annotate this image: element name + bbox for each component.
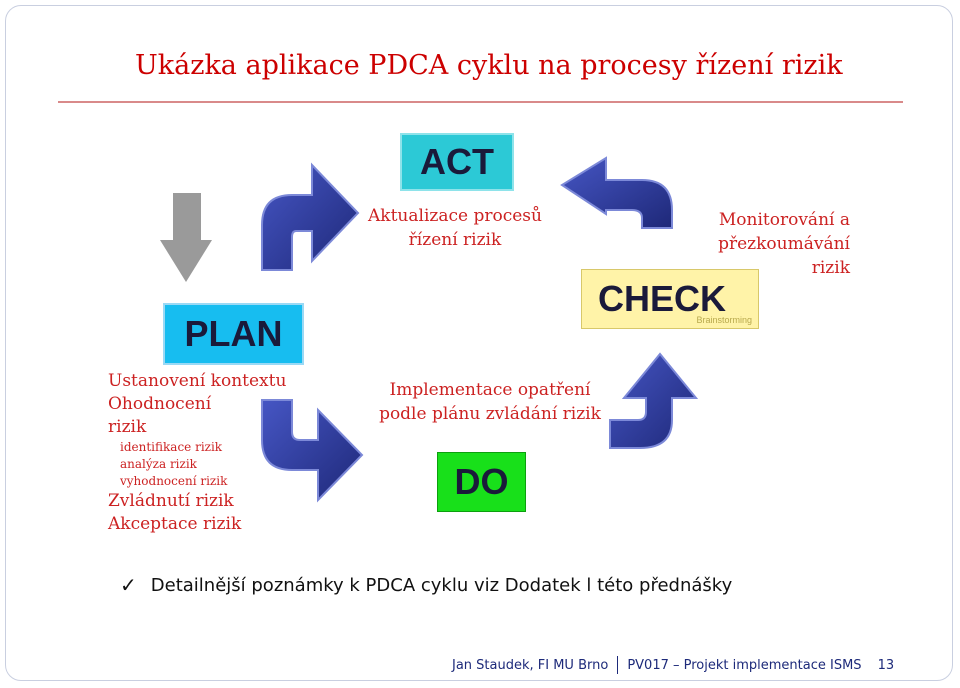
plan-sub-item: vyhodnocení rizik xyxy=(120,474,228,488)
checkmark-icon: ✓ xyxy=(120,573,137,597)
act-desc-line: řízení rizik xyxy=(408,230,502,250)
act-box: ACT xyxy=(400,133,514,191)
plan-sub-item: identifikace rizik xyxy=(120,440,223,454)
curved-arrow-icon xyxy=(261,399,364,503)
do-label: DO xyxy=(454,461,509,502)
page-title: Ukázka aplikace PDCA cyklu na procesy ří… xyxy=(135,50,843,81)
title-divider xyxy=(58,101,903,103)
do-description: Implementace opatření podle plánu zvládá… xyxy=(340,378,640,426)
plan-description: Ustanovení kontextu Ohodnocení rizik ide… xyxy=(108,370,286,536)
plan-desc-line: Ustanovení kontextu xyxy=(108,371,287,391)
check-description: Monitorování a přezkoumávání rizik xyxy=(660,208,850,280)
plan-sub-item: analýza rizik xyxy=(120,457,197,471)
note-bullet: ✓ Detailnější poznámky k PDCA cyklu viz … xyxy=(120,573,732,597)
footer-author: Jan Staudek, FI MU Brno xyxy=(452,657,609,673)
plan-box: PLAN xyxy=(163,303,304,365)
act-desc-line: Aktualizace procesů xyxy=(368,206,542,226)
check-desc-line: rizik xyxy=(811,258,850,278)
footer-divider xyxy=(617,656,619,674)
check-desc-line: Monitorování a xyxy=(718,210,850,230)
footer-course: PV017 – Projekt implementace ISMS xyxy=(627,657,862,673)
note-text: Detailnější poznámky k PDCA cyklu viz Do… xyxy=(150,574,733,596)
do-desc-line: podle plánu zvládání rizik xyxy=(379,404,601,424)
plan-desc-line: Zvládnutí rizik xyxy=(108,491,234,511)
curved-arrow-icon xyxy=(560,156,673,229)
act-description: Aktualizace procesů řízení rizik xyxy=(330,204,580,252)
do-desc-line: Implementace opatření xyxy=(389,380,591,400)
curved-arrow-icon xyxy=(261,162,360,271)
plan-label: PLAN xyxy=(184,313,283,354)
plan-desc-line: rizik xyxy=(108,417,147,437)
down-arrow-icon xyxy=(160,193,212,282)
do-box: DO xyxy=(437,452,526,512)
check-tag: Brainstorming xyxy=(696,315,752,325)
check-label: CHECK xyxy=(598,278,727,319)
plan-desc-line: Akceptace rizik xyxy=(108,514,242,534)
act-label: ACT xyxy=(420,141,494,182)
curved-arrow-icon xyxy=(609,352,699,449)
page-number: 13 xyxy=(877,657,895,673)
footer: Jan Staudek, FI MU Brno PV017 – Projekt … xyxy=(452,656,894,674)
check-box: CHECK Brainstorming xyxy=(581,269,759,329)
plan-desc-line: Ohodnocení xyxy=(108,394,212,414)
check-desc-line: přezkoumávání xyxy=(718,234,850,254)
